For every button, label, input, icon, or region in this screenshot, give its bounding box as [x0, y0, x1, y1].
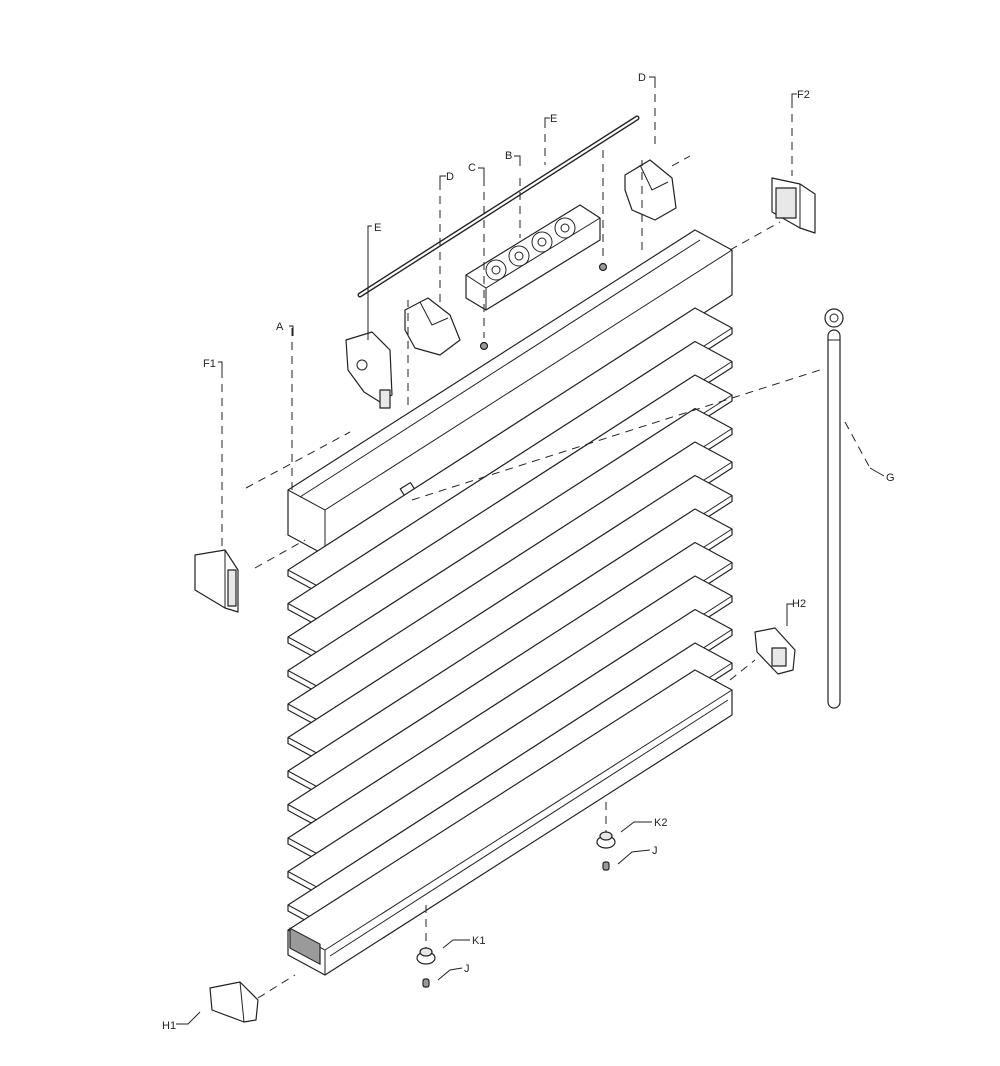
part-labels: A B C D D E E F1 F2 G H1 H2 J J K1 K2 — [162, 72, 895, 1032]
label-f2: F2 — [797, 89, 810, 101]
label-d-left: D — [446, 171, 454, 183]
label-c: C — [468, 162, 476, 174]
label-k1: K1 — [472, 935, 485, 947]
head-rail — [287, 229, 733, 556]
cord-stop-k2 — [596, 831, 616, 849]
bottom-rail — [287, 669, 733, 976]
cord-bead-j-right — [602, 861, 610, 871]
label-k2: K2 — [654, 817, 667, 829]
label-j-left: J — [464, 963, 470, 975]
label-h1: H1 — [162, 1020, 176, 1032]
end-cap-f2 — [771, 177, 816, 234]
leader-lines — [176, 76, 885, 1025]
label-e-rod: E — [550, 113, 557, 125]
label-e-tilter: E — [374, 222, 381, 234]
label-b: B — [505, 150, 512, 162]
label-j-right: J — [652, 845, 658, 857]
bottom-cap-h1 — [209, 981, 259, 1023]
assembly-lines — [221, 80, 871, 999]
cord-lock-right — [624, 159, 677, 221]
gear-box — [465, 204, 608, 351]
tilt-rod — [357, 115, 640, 298]
label-d-right: D — [638, 72, 646, 84]
cord-bead-j-left — [422, 978, 430, 988]
tilter — [345, 331, 393, 409]
bottom-cap-h2 — [754, 627, 796, 675]
tilt-wand — [824, 308, 844, 709]
label-g: G — [886, 472, 895, 484]
cord-lock-left — [404, 297, 461, 356]
label-h2: H2 — [792, 598, 806, 610]
label-a: A — [276, 321, 284, 333]
cord-stop-k1 — [416, 947, 436, 965]
end-cap-f1 — [194, 549, 239, 613]
label-f1: F1 — [203, 358, 216, 370]
